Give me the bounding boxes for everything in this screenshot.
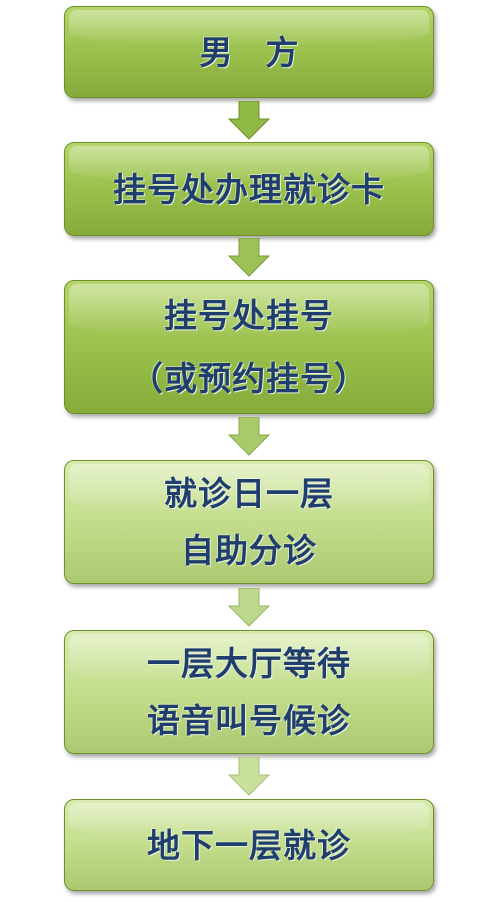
step-box-1: 男 方 (64, 6, 434, 98)
step-box-4: 就诊日一层 自助分诊 (64, 460, 434, 584)
step-box-5: 一层大厅等待 语音叫号候诊 (64, 630, 434, 754)
down-arrow-icon (227, 101, 271, 140)
step-1-line-1: 男 方 (199, 32, 299, 72)
step-3-line-1: 挂号处挂号 (164, 296, 334, 335)
step-3-line-2: （或预约挂号） (130, 359, 368, 398)
down-arrow-icon (227, 757, 271, 796)
step-5-line-2: 语音叫号候诊 (147, 701, 351, 740)
step-box-3: 挂号处挂号 （或预约挂号） (64, 280, 434, 414)
step-5-line-1: 一层大厅等待 (147, 644, 351, 683)
step-6-line-1: 地下一层就诊 (147, 825, 351, 865)
step-4-line-1: 就诊日一层 (164, 474, 334, 513)
down-arrow-icon (227, 238, 271, 277)
down-arrow-icon (227, 417, 271, 456)
down-arrow-icon (227, 588, 271, 627)
step-4-line-2: 自助分诊 (181, 531, 317, 570)
step-box-2: 挂号处办理就诊卡 (64, 142, 434, 236)
step-box-6: 地下一层就诊 (64, 799, 434, 891)
step-2-line-1: 挂号处办理就诊卡 (113, 169, 385, 209)
